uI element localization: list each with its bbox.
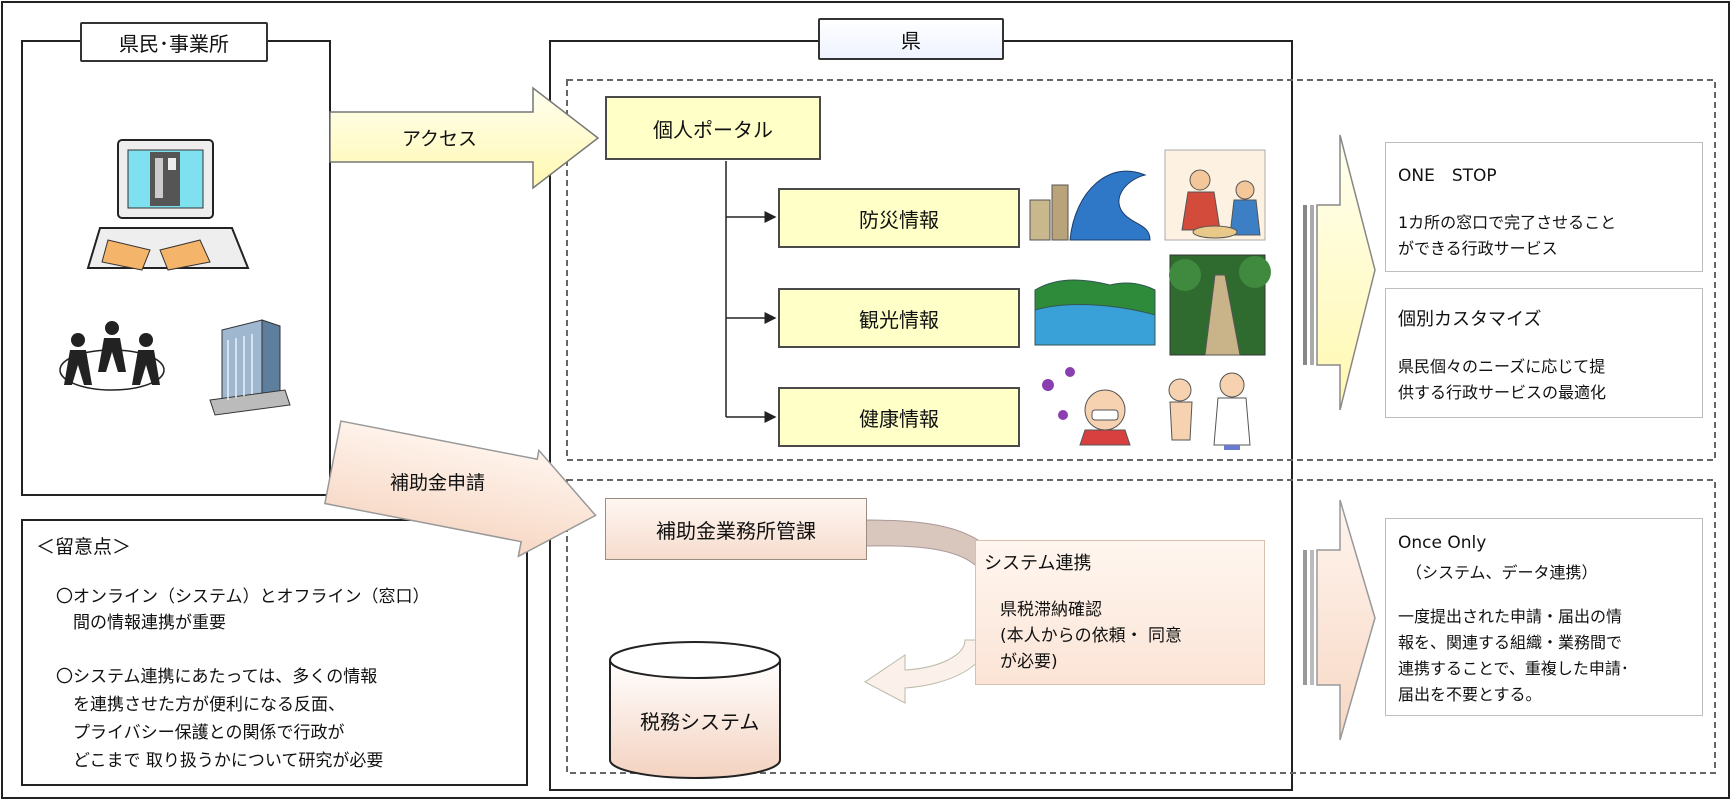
system-link-line3: が必要) bbox=[1000, 652, 1058, 672]
lower-dashed-region bbox=[566, 479, 1716, 774]
once-only-line2: 報を、関連する組織・業務間で bbox=[1398, 633, 1623, 652]
service-box-health: 健康情報 bbox=[778, 387, 1020, 447]
system-link-line2: (本人からの依頼・ 同意 bbox=[1000, 626, 1183, 646]
relief-illustration bbox=[1164, 149, 1266, 241]
once-only-line4: 届出を不要とする。 bbox=[1398, 685, 1542, 704]
tsunami-illustration bbox=[1029, 170, 1151, 241]
once-only-box: Once Only （システム、データ連携） 一度提出された申請・届出の情 報を… bbox=[1385, 518, 1703, 716]
curve-arrow-bottom bbox=[864, 639, 986, 704]
system-link-line1: 県税滞納確認 bbox=[1000, 600, 1102, 620]
system-link-title: システム連携 bbox=[984, 553, 1092, 574]
once-only-subtitle: （システム、データ連携） bbox=[1406, 563, 1598, 582]
tax-system-label: 税務システム bbox=[640, 710, 760, 734]
citizen-tag: 県民･事業所 bbox=[80, 22, 268, 62]
one-stop-line1: 1カ所の窓口で完了させること bbox=[1398, 213, 1617, 232]
subsidy-label: 補助金申請 bbox=[390, 472, 486, 494]
service-box-tourism: 観光情報 bbox=[778, 288, 1020, 348]
computer-icon bbox=[86, 139, 250, 271]
notes-line-5: プライバシー保護との関係で行政が bbox=[56, 723, 345, 743]
notes-line-4: を連携させた方が便利になる反面、 bbox=[56, 695, 345, 715]
system-link-box: システム連携 県税滞納確認 (本人からの依頼・ 同意 が必要) bbox=[975, 540, 1265, 685]
notes-line-2: 間の情報連携が重要 bbox=[56, 613, 226, 633]
subsidy-dept-box: 補助金業務所管課 bbox=[605, 498, 867, 560]
tax-system-cylinder bbox=[609, 641, 781, 779]
customize-title: 個別カスタマイズ bbox=[1398, 309, 1542, 330]
building-icon bbox=[209, 319, 291, 416]
upper-dashed-region bbox=[566, 79, 1716, 461]
notes-line-6: どこまで 取り扱うかについて研究が必要 bbox=[56, 751, 384, 771]
forest-path-illustration bbox=[1169, 254, 1271, 356]
one-stop-line2: ができる行政サービス bbox=[1398, 239, 1558, 258]
one-stop-title: ONE STOP bbox=[1398, 166, 1497, 186]
once-only-title: Once Only bbox=[1398, 533, 1487, 553]
service-label-tourism: 観光情報 bbox=[859, 307, 939, 332]
subsidy-dept-label: 補助金業務所管課 bbox=[656, 518, 816, 543]
once-only-line1: 一度提出された申請・届出の情 bbox=[1398, 607, 1623, 626]
once-only-line3: 連携することで、重複した申請･ bbox=[1398, 659, 1629, 678]
citizen-tag-label: 県民･事業所 bbox=[119, 31, 229, 56]
portal-box: 個人ポータル bbox=[605, 96, 821, 160]
customize-line1: 県民個々のニーズに応じて提 bbox=[1398, 357, 1606, 376]
portal-label: 個人ポータル bbox=[653, 117, 773, 142]
one-stop-box: ONE STOP 1カ所の窓口で完了させること ができる行政サービス bbox=[1385, 142, 1703, 272]
customize-line2: 供する行政サービスの最適化 bbox=[1398, 383, 1607, 402]
doctor-illustration bbox=[1168, 372, 1251, 450]
subsidy-arrow bbox=[323, 420, 597, 558]
lake-illustration bbox=[1034, 279, 1156, 346]
access-label: アクセス bbox=[402, 128, 478, 150]
service-label-disaster: 防災情報 bbox=[859, 207, 939, 232]
notes-panel bbox=[21, 519, 528, 786]
portal-tree-lines bbox=[725, 161, 777, 423]
once-only-arrow bbox=[1303, 499, 1376, 741]
prefecture-tag: 県 bbox=[818, 18, 1004, 60]
notes-line-1: 〇オンライン（システム）とオフライン（窓口） bbox=[56, 587, 430, 607]
access-arrow bbox=[329, 86, 600, 190]
people-icon bbox=[59, 321, 165, 391]
service-label-health: 健康情報 bbox=[859, 406, 939, 431]
sick-child-illustration bbox=[1042, 367, 1131, 446]
prefecture-tag-label: 県 bbox=[901, 28, 921, 53]
notes-line-3: 〇システム連携にあたっては、多くの情報 bbox=[56, 667, 378, 687]
service-box-disaster: 防災情報 bbox=[778, 188, 1020, 248]
notes-title: ＜留意点＞ bbox=[36, 536, 132, 558]
one-stop-arrow bbox=[1303, 134, 1376, 411]
customize-box: 個別カスタマイズ 県民個々のニーズに応じて提 供する行政サービスの最適化 bbox=[1385, 288, 1703, 418]
